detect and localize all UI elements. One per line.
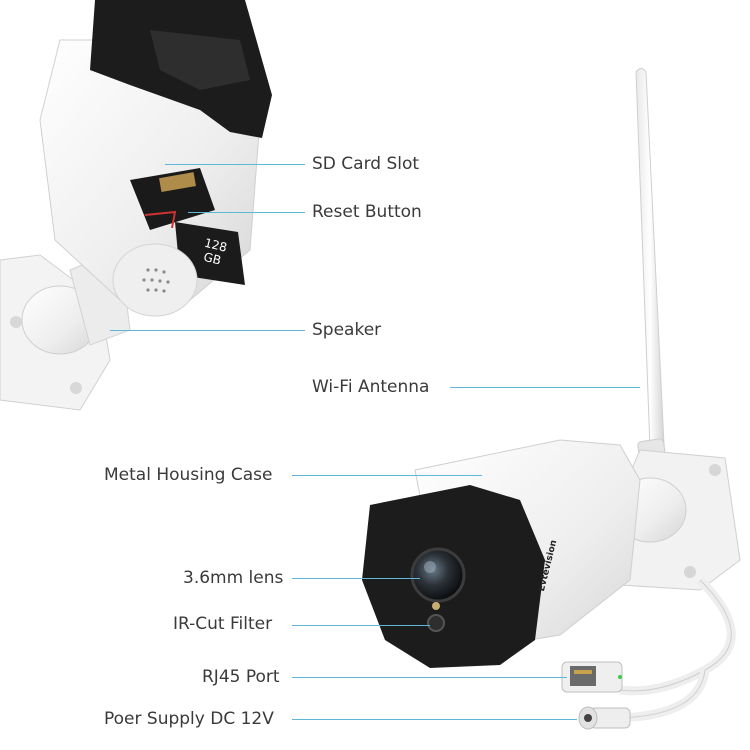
callout-line-speaker — [110, 330, 305, 331]
ir-cut-sensor — [427, 614, 445, 632]
label-lens: 3.6mm lens — [183, 568, 284, 588]
rj45-connector — [561, 661, 623, 693]
label-speaker: Speaker — [312, 320, 382, 340]
callout-line-ir-cut-filter — [292, 625, 430, 626]
bottom-camera — [362, 439, 741, 668]
cables — [561, 576, 736, 730]
callout-line-power-supply — [292, 719, 577, 720]
label-power-supply: Poer Supply DC 12V — [104, 709, 274, 729]
dc-power-connector — [578, 706, 631, 730]
speaker-grill — [112, 243, 198, 317]
label-ir-cut-filter: IR-Cut Filter — [173, 614, 273, 634]
callout-line-wifi-antenna — [450, 387, 640, 388]
label-sd-card-slot: SD Card Slot — [312, 154, 420, 174]
wifi-antenna — [635, 68, 669, 482]
top-camera — [0, 0, 272, 411]
callout-line-sd-card-slot — [165, 164, 305, 165]
camera-lens — [410, 547, 466, 603]
label-wifi-antenna: Wi-Fi Antenna — [312, 377, 430, 397]
callout-line-rj45-port — [292, 677, 567, 678]
callout-line-metal-housing — [292, 475, 482, 476]
label-rj45-port: RJ45 Port — [202, 667, 280, 687]
callout-line-lens — [292, 578, 420, 579]
callout-line-reset-button — [188, 212, 305, 213]
label-reset-button: Reset Button — [312, 202, 422, 222]
label-metal-housing-case: Metal Housing Case — [104, 465, 273, 485]
